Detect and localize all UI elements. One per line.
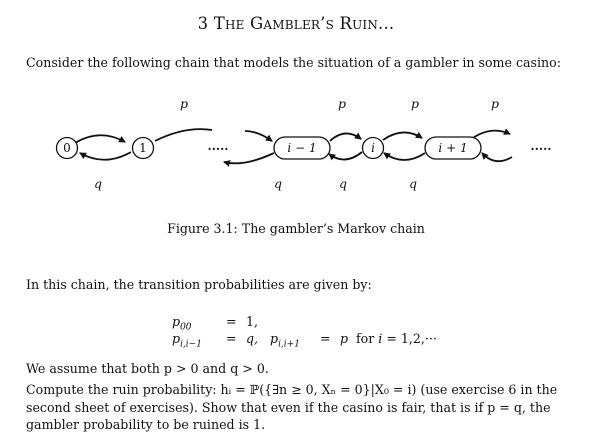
edge-left-im1-forward (244, 130, 273, 142)
backward-prob-label-2: q (274, 176, 282, 191)
equation-row-2-eq2: = (320, 331, 331, 346)
equation-row-1-eq: = (226, 314, 237, 329)
edge-right-ip1-backward (481, 152, 513, 163)
equation-row-1-rhs: 1, (246, 314, 259, 329)
exercise-text: Compute the ruin probability: hᵢ = ℙ({∃n… (26, 382, 558, 432)
backward-prob-label-1: q (94, 176, 102, 191)
transition-intro: In this chain, the transition probabilit… (26, 277, 372, 292)
state-i-minus-1-label: i − 1 (287, 141, 316, 155)
backward-prob-label-3: q (339, 176, 347, 191)
state-1-node (131, 136, 155, 160)
equation-row-2-condition: for i = 1,2,··· (356, 331, 437, 346)
state-i-minus-1-node (273, 136, 331, 160)
edge-1-right-forward (154, 128, 213, 142)
assumption-text: We assume that both p > 0 and q > 0. (26, 361, 269, 376)
edge-i-im1-backward (328, 151, 363, 161)
figure-caption: Figure 3.1: The gambler’s Markov chain (167, 221, 425, 236)
edge-im1-left-backward (223, 152, 275, 167)
state-i-plus-1-label: i + 1 (438, 141, 467, 155)
equation-row-2-rhs: q, (246, 331, 259, 346)
state-i-node (361, 136, 385, 160)
forward-prob-label-1: p (180, 96, 188, 111)
backward-prob-label-4: q (409, 176, 417, 191)
equation-row-1: p00 (172, 314, 192, 333)
state-0-node (55, 136, 79, 160)
edge-1-0-backward (79, 151, 132, 161)
state-i-label: i (371, 141, 375, 155)
ellipsis-right: ····· (531, 142, 552, 156)
edge-ip1-i-backward (383, 152, 426, 161)
forward-prob-label-4: p (491, 96, 499, 111)
state-i-plus-1-node (424, 136, 482, 160)
forward-prob-label-2: p (338, 96, 346, 111)
ellipsis-left: ····· (208, 142, 229, 156)
equation-row-2-eq: = (226, 331, 237, 346)
edge-im1-i-forward (329, 132, 362, 142)
edge-0-1-forward (74, 134, 126, 144)
equation-row-2-rhs2: p (340, 331, 349, 346)
edge-i-ip1-forward (382, 131, 423, 141)
state-1-label: 1 (139, 141, 147, 155)
section-title: 3 The Gambler’s Ruin... (197, 14, 395, 33)
intro-paragraph: Consider the following chain that models… (26, 55, 561, 70)
equation-row-2-lhs2: pi,i+1 (270, 331, 300, 350)
forward-prob-label-3: p (411, 96, 419, 111)
state-0-label: 0 (63, 141, 71, 155)
equation-row-2-lhs: pi,i−1 (172, 331, 202, 350)
